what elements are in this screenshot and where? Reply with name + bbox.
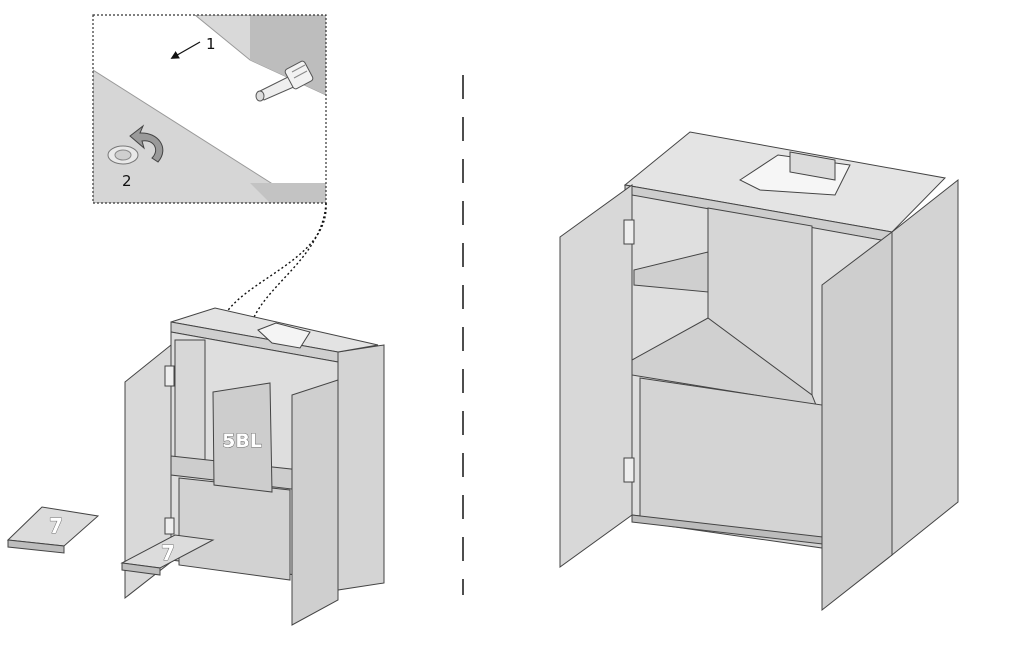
cam-lock-icon [107, 145, 139, 165]
step-2-label: 2 [122, 172, 132, 190]
back-panel-5bl: 5BL [212, 382, 273, 493]
rotate-arrow-icon [129, 124, 164, 163]
step-1-label: 1 [206, 35, 216, 53]
shelf-7-loose: 7 [6, 506, 100, 554]
shelf-7-loose-label: 7 [49, 514, 63, 538]
detail-inset: 1 2 [92, 14, 327, 204]
shelf-7-door: 7 [120, 534, 215, 576]
back-panel-label: 5BL [222, 430, 262, 452]
cabinet-in-assembly [124, 307, 385, 626]
cabinet-assembled [559, 131, 959, 612]
screw-icon [255, 60, 314, 102]
step-1-arrow-icon [170, 41, 201, 59]
shelf-7-door-label: 7 [161, 541, 175, 565]
